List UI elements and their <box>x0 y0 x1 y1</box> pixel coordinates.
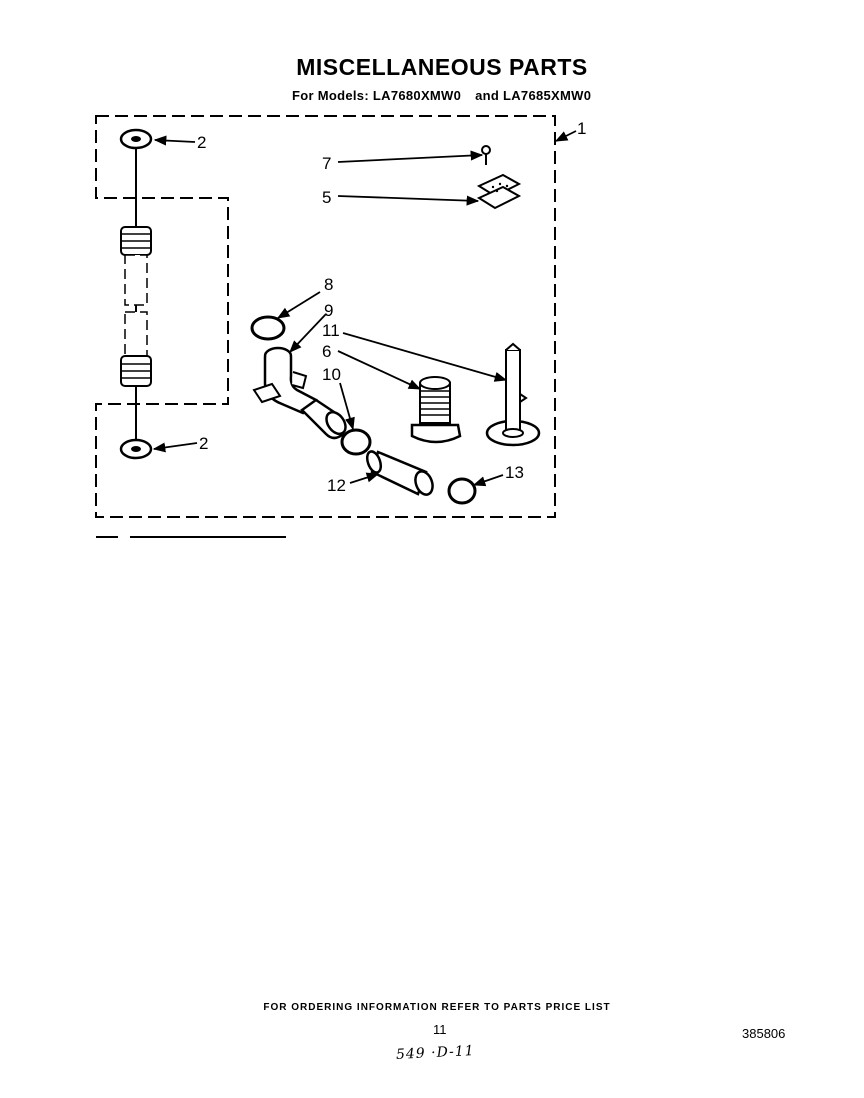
callout-2-top: 2 <box>197 133 206 152</box>
model-number-2: LA7685XMW0 <box>503 88 592 103</box>
page-title: MISCELLANEOUS PARTS <box>296 54 588 80</box>
callout-1: 1 <box>577 119 586 138</box>
washer-top <box>119 128 153 150</box>
leader-lines <box>152 130 577 487</box>
clamp-ring-13-part <box>447 477 477 505</box>
page-number: 11 <box>433 1022 447 1037</box>
callout-7: 7 <box>322 154 331 173</box>
callout-5: 5 <box>322 188 331 207</box>
screw-part <box>481 145 491 165</box>
o-ring-part <box>250 315 286 341</box>
callout-6: 6 <box>322 342 331 361</box>
model-number-1: LA7680XMW0 <box>372 88 462 103</box>
ordering-note: FOR ORDERING INFORMATION REFER TO PARTS … <box>263 1002 611 1013</box>
callout-13: 13 <box>505 463 524 482</box>
kit-boundary <box>95 115 556 518</box>
callout-8: 8 <box>324 275 333 294</box>
straight-hose-part <box>365 450 434 496</box>
callout-12: 12 <box>327 476 346 495</box>
threaded-fitting-part <box>410 376 462 444</box>
models-prefix: For Models: <box>292 88 369 103</box>
elbow-hose-part <box>252 346 347 440</box>
coupling-bottom <box>120 311 152 387</box>
clamp-ring-part <box>340 428 372 456</box>
callout-11: 11 <box>322 321 340 340</box>
washer-bottom <box>119 438 153 460</box>
callout-9: 9 <box>324 301 333 320</box>
callout-10: 10 <box>322 365 341 384</box>
clip-pad-part <box>476 173 522 210</box>
stand-pipe-part <box>485 342 541 447</box>
models-conjunction: and <box>475 88 500 103</box>
document-number: 385806 <box>742 1026 786 1041</box>
coupling-top <box>120 226 152 306</box>
callout-2-bottom: 2 <box>199 434 208 453</box>
models-subtitle: For Models: LA7680XMW0 and LA7685XMW0 <box>292 88 591 103</box>
